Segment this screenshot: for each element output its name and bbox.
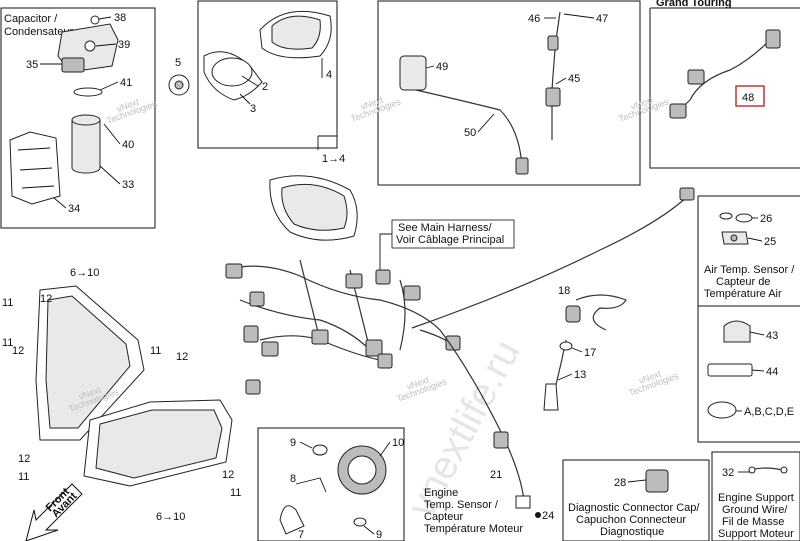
engine-temp-line3: Capteur xyxy=(424,511,463,523)
capacitor-title-line1: Capacitor / xyxy=(4,13,58,25)
engine-temp-line4: Température Moteur xyxy=(424,523,523,535)
engine-temp-panel: 21 24 Engine Temp. Sensor / Capteur Temp… xyxy=(424,329,554,535)
engine-support-panel: 32 Engine Support Ground Wire/ Fil de Ma… xyxy=(711,451,800,541)
callout-7: 7 xyxy=(298,529,304,541)
callout-43: 43 xyxy=(766,330,778,342)
callout-26: 26 xyxy=(760,213,772,225)
callout-41: 41 xyxy=(120,77,132,89)
bulb-panel: 9 10 8 7 9 xyxy=(257,427,405,541)
callout-2: 2 xyxy=(262,81,268,93)
callout-35: 35 xyxy=(26,59,38,71)
callout-1-4: 1→4 xyxy=(322,153,345,165)
callout-4: 4 xyxy=(326,69,332,81)
diagnostic-line1: Diagnostic Connector Cap/ xyxy=(568,502,700,514)
callout-32: 32 xyxy=(722,467,734,479)
callout-38: 38 xyxy=(114,12,126,24)
callout-28: 28 xyxy=(614,477,626,489)
front-arrow: Front Avant xyxy=(25,483,83,541)
callout-18: 18 xyxy=(558,285,570,297)
air-temp-panel: 26 25 Air Temp. Sensor / Capteur de Temp… xyxy=(697,195,800,443)
connector-air-sensor xyxy=(679,187,695,201)
watermark-small-group: vNext Technologies vNext Technologies vN… xyxy=(67,94,680,413)
callout-12-c: 12 xyxy=(176,351,188,363)
engine-temp-line1: Engine xyxy=(424,487,458,499)
engine-temp-line2: Temp. Sensor / xyxy=(424,499,499,511)
callout-39: 39 xyxy=(118,39,130,51)
grand-touring-panel: Grand Touring 48 xyxy=(649,0,800,169)
capacitor-title-line2: Condensateur xyxy=(4,26,73,38)
harness-extension-panel: 49 50 46 47 45 xyxy=(377,0,641,186)
callout-10: 10 xyxy=(392,437,404,449)
callout-50: 50 xyxy=(464,127,476,139)
callout-24: 24 xyxy=(542,510,554,522)
air-temp-line2: Capteur de xyxy=(716,276,770,288)
callout-34: 34 xyxy=(68,203,80,215)
callout-48: 48 xyxy=(742,92,754,104)
see-main-harness-line1: See Main Harness/ xyxy=(398,222,492,234)
callout-49: 49 xyxy=(436,61,448,73)
see-main-harness-label: See Main Harness/ Voir Câblage Principal xyxy=(379,219,515,270)
air-temp-line1: Air Temp. Sensor / xyxy=(704,264,795,276)
callout-6-10-bottom: 6→10 xyxy=(156,511,185,523)
callout-48-box xyxy=(735,85,765,107)
engine-support-line1: Engine Support xyxy=(718,492,794,504)
engine-support-line4: Support Moteur xyxy=(718,528,794,540)
diagnostic-panel: 28 Diagnostic Connector Cap/ Capuchon Co… xyxy=(562,459,710,541)
capacitor-panel: Capacitor / Condensateur 38 39 35 41 40 … xyxy=(0,7,156,229)
callout-17: 17 xyxy=(584,347,596,359)
callout-abcde: A,B,C,D,E xyxy=(744,406,794,418)
diagnostic-line2: Capuchon Connecteur xyxy=(576,514,686,526)
wire-to-air-sensor xyxy=(411,195,689,329)
callout-13: 13 xyxy=(574,369,586,381)
grand-touring-title: Grand Touring xyxy=(656,0,732,9)
callout-12-b: 12 xyxy=(12,345,24,357)
callout-44: 44 xyxy=(766,366,778,378)
engine-support-line3: Fil de Masse xyxy=(722,516,784,528)
callout-45: 45 xyxy=(568,73,580,85)
air-temp-line3: Température Air xyxy=(704,288,782,300)
gauge-panel: 4 2 3 1→4 xyxy=(197,0,345,165)
diagnostic-line3: Diagnostique xyxy=(600,526,664,538)
callout-40: 40 xyxy=(122,139,134,151)
watermark-large: vnextlife.ru xyxy=(399,333,529,524)
callout-8: 8 xyxy=(290,473,296,485)
headlight-assembly: 6→10 6→10 11 12 11 12 11 12 12 11 12 11 xyxy=(2,267,241,523)
callout-9-b: 9 xyxy=(376,529,382,541)
main-harness-assembly xyxy=(225,175,461,395)
callout-11-b: 11 xyxy=(2,337,13,349)
callout-12-e: 12 xyxy=(222,469,234,481)
callout-11-a: 11 xyxy=(2,297,13,309)
callout-9-a: 9 xyxy=(290,437,296,449)
engine-support-line2: Ground Wire/ xyxy=(722,504,788,516)
callout-6-10-top: 6→10 xyxy=(70,267,99,279)
callout-5: 5 xyxy=(175,57,181,69)
callout-11-e: 11 xyxy=(230,487,241,499)
callout-46: 46 xyxy=(528,13,540,25)
callout-25: 25 xyxy=(764,236,776,248)
callout-12-d: 12 xyxy=(18,453,30,465)
small-gauge-5: 5 xyxy=(168,57,190,96)
see-main-harness-line2: Voir Câblage Principal xyxy=(396,234,504,246)
callout-11-d: 11 xyxy=(18,471,29,483)
callout-3: 3 xyxy=(250,103,256,115)
coil-cord-assembly: 18 17 13 xyxy=(543,285,627,411)
callout-47: 47 xyxy=(596,13,608,25)
callout-11-c: 11 xyxy=(150,345,161,357)
callout-12-a: 12 xyxy=(40,293,52,305)
callout-33: 33 xyxy=(122,179,134,191)
callout-21: 21 xyxy=(490,469,502,481)
